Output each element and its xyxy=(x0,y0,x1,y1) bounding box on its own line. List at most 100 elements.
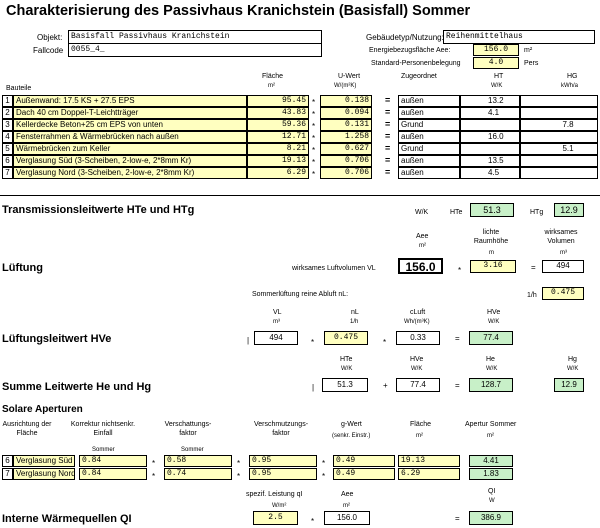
solar-verschattung[interactable]: 0.74 xyxy=(164,468,232,480)
col-flaeche-unit: m² xyxy=(268,83,275,89)
solar-korrektur[interactable]: 0.84 xyxy=(79,468,147,480)
solar-gwert[interactable]: 0.49 xyxy=(333,468,395,480)
sommer-field[interactable]: 0.475 xyxy=(542,287,584,300)
energiebezug-field[interactable]: 156.0 xyxy=(473,44,519,56)
eq-sign: = xyxy=(385,143,391,153)
col-ht: HT xyxy=(494,73,504,80)
sum-hte-unit: W/K xyxy=(341,366,353,372)
sum-he-value: 128.7 xyxy=(469,378,513,392)
cluft-value: 0.33 xyxy=(396,331,440,345)
objekt-label: Objekt: xyxy=(37,33,63,42)
component-name[interactable]: Dach 40 cm Doppel-T-Leichtträger xyxy=(13,107,247,119)
component-zuordnung[interactable]: außen xyxy=(398,131,460,143)
sum-he-unit: W/K xyxy=(486,366,498,372)
solar-flaeche[interactable]: 6.29 xyxy=(398,468,460,480)
component-zuordnung[interactable]: außen xyxy=(398,155,460,167)
solar-gwert[interactable]: 0.49 xyxy=(333,455,395,467)
col-zugeordnet: Zugeordnet xyxy=(401,73,437,80)
solar-verschmutzung[interactable]: 0.95 xyxy=(249,455,317,467)
raumhoehe-field[interactable]: 3.16 xyxy=(470,260,516,273)
solar-col-verschattung-sub: Sommer xyxy=(181,447,204,453)
raumhoehe-unit: m xyxy=(489,250,494,256)
sommer-unit: 1/h xyxy=(527,292,537,299)
component-name[interactable]: Außenwand: 17.5 KS + 27.5 EPS xyxy=(13,95,247,107)
solar-apertur: 4.41 xyxy=(469,455,513,467)
gebaeudetyp-field[interactable]: Reihenmittelhaus xyxy=(443,30,595,44)
volumen-aee-value: 156.0 xyxy=(398,258,443,274)
hv-unit: W/K xyxy=(488,319,500,325)
component-area[interactable]: 19.13 xyxy=(247,155,309,167)
component-uwert[interactable]: 1.258 xyxy=(320,131,372,143)
component-hg xyxy=(520,167,598,179)
objekt-field[interactable]: Basisfall Passivhaus Kranichstein xyxy=(68,30,322,44)
component-area[interactable]: 43.83 xyxy=(247,107,309,119)
mul-sign: * xyxy=(312,122,316,131)
intern-aee-unit: m² xyxy=(343,503,350,509)
solar-col-korrektur-sub: Sommer xyxy=(92,447,115,453)
mul-sign: * xyxy=(312,134,316,143)
component-hg xyxy=(520,95,598,107)
component-uwert[interactable]: 0.138 xyxy=(320,95,372,107)
component-name[interactable]: Verglasung Süd (3-Scheiben, 2-low-e, 2*8… xyxy=(13,155,247,167)
col-uwert: U-Wert xyxy=(338,73,361,80)
page-title: Charakterisierung des Passivhaus Kranich… xyxy=(6,3,471,19)
intern-aee-label: Aee xyxy=(341,491,354,498)
component-hg xyxy=(520,155,598,167)
component-row-number: 6 xyxy=(2,155,13,167)
mul-sign: * xyxy=(237,472,241,481)
intern-spez-field[interactable]: 2.5 xyxy=(253,511,298,525)
component-uwert[interactable]: 0.627 xyxy=(320,143,372,155)
personen-field[interactable]: 4.0 xyxy=(473,57,519,69)
component-uwert[interactable]: 0.094 xyxy=(320,107,372,119)
solar-col-korrektur: Korrektur nichtsenkr. Einfall xyxy=(70,421,136,437)
solar-flaeche[interactable]: 19.13 xyxy=(398,455,460,467)
component-area[interactable]: 8.21 xyxy=(247,143,309,155)
component-zuordnung[interactable]: außen xyxy=(398,107,460,119)
component-zuordnung[interactable]: außen xyxy=(398,95,460,107)
energiebezug-label: Energiebezugsfläche Aee: xyxy=(369,47,451,54)
component-uwert[interactable]: 0.706 xyxy=(320,155,372,167)
component-uwert[interactable]: 0.706 xyxy=(320,167,372,179)
eq-sign: = xyxy=(385,167,391,177)
mul-sign: * xyxy=(312,170,316,179)
mul-sign: * xyxy=(152,472,156,481)
sum-hve-label: HVe xyxy=(410,356,424,363)
component-row-number: 3 xyxy=(2,119,13,131)
component-name[interactable]: Fensterrahmen & Wärmebrücken nach außen xyxy=(13,131,247,143)
component-uwert[interactable]: 0.131 xyxy=(320,119,372,131)
solar-verschattung[interactable]: 0.58 xyxy=(164,455,232,467)
sum-hve-value: 77.4 xyxy=(396,378,440,392)
intern-qi-unit: W xyxy=(489,498,495,504)
solar-korrektur[interactable]: 0.84 xyxy=(79,455,147,467)
component-area[interactable]: 59.36 xyxy=(247,119,309,131)
fallcode-field[interactable]: 0055_4_ xyxy=(68,43,322,57)
component-ht: 4.1 xyxy=(460,107,520,119)
component-name[interactable]: Wärmebrücken zum Keller xyxy=(13,143,247,155)
intern-title: Interne Wärmequellen QI xyxy=(2,513,132,525)
solar-col-gwert-sub: (senkr. Einstr.) xyxy=(332,433,371,439)
sum-hg-unit: W/K xyxy=(567,366,579,372)
component-area[interactable]: 6.29 xyxy=(247,167,309,179)
mul-sign: * xyxy=(312,158,316,167)
solar-verschmutzung[interactable]: 0.95 xyxy=(249,468,317,480)
solar-row-number: 6 xyxy=(2,455,13,467)
component-name[interactable]: Verglasung Nord (3-Scheiben, 2-low-e, 2*… xyxy=(13,167,247,179)
component-name[interactable]: Kellerdecke Beton+25 cm EPS von unten xyxy=(13,119,247,131)
component-zuordnung[interactable]: außen xyxy=(398,167,460,179)
solar-col-apertur-unit: m² xyxy=(487,433,494,439)
eq-sign: = xyxy=(385,95,391,105)
component-area[interactable]: 12.71 xyxy=(247,131,309,143)
wirksam-unit: m³ xyxy=(560,250,567,256)
mul-sign: * xyxy=(237,459,241,468)
fallcode-label: Fallcode xyxy=(33,46,64,55)
personen-unit: Pers xyxy=(524,60,539,67)
component-zuordnung[interactable]: Grund xyxy=(398,119,460,131)
col-ht-unit: W/K xyxy=(491,83,503,89)
component-zuordnung[interactable]: Grund xyxy=(398,143,460,155)
component-hg: 7.8 xyxy=(520,119,598,131)
sommer-label: Sommerlüftung reine Abluft nL: xyxy=(252,291,349,298)
nl-field[interactable]: 0.475 xyxy=(324,331,368,345)
mul-sign: * xyxy=(322,459,326,468)
component-ht xyxy=(460,143,520,155)
component-area[interactable]: 95.45 xyxy=(247,95,309,107)
